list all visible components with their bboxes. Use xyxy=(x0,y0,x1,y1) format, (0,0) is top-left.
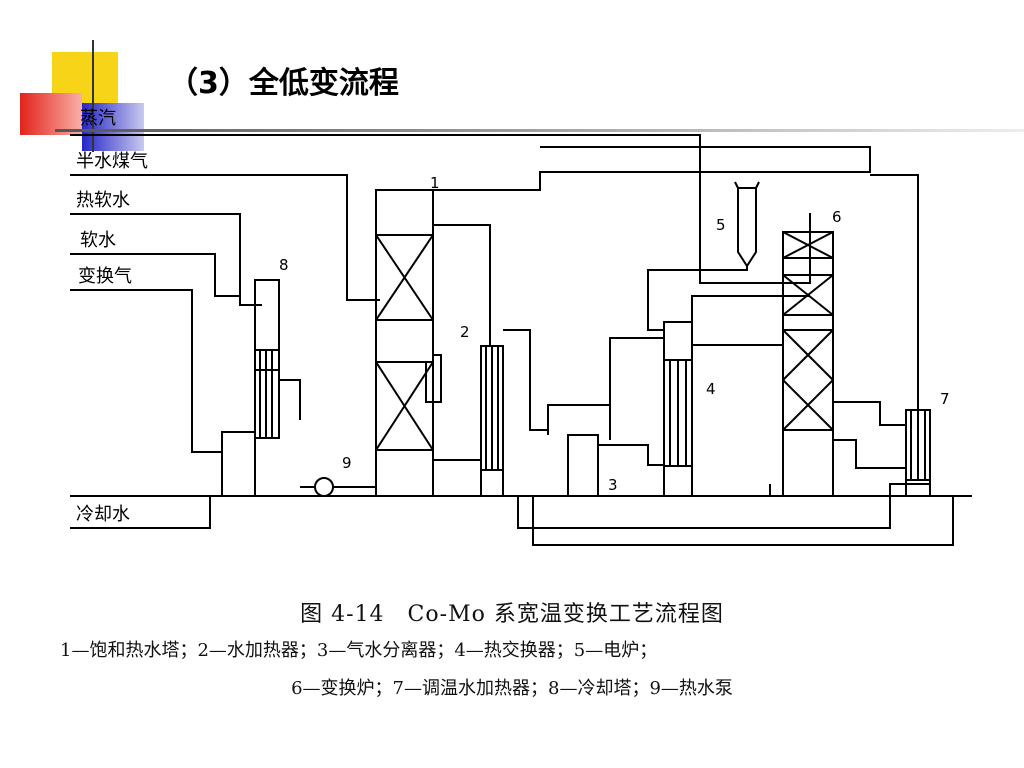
separator-3 xyxy=(567,434,599,497)
semi-water-gas-line xyxy=(70,174,380,301)
input-label-semi-water-gas: 半水煤气 xyxy=(76,151,148,172)
label-5: 5 xyxy=(716,216,726,234)
figure-caption-legend-2: 6—变换炉；7—调温水加热器；8—冷却塔；9—热水泵 xyxy=(291,678,733,699)
hot-soft-water-line xyxy=(70,213,262,306)
label-2: 2 xyxy=(460,323,470,341)
label-9: 9 xyxy=(342,454,352,472)
hot-water-pump-9 xyxy=(314,477,334,497)
corner-vertical-line xyxy=(92,40,94,152)
cooling-water-line xyxy=(70,496,211,529)
label-3: 3 xyxy=(608,476,618,494)
input-label-steam: 蒸汽 xyxy=(80,108,116,129)
label-6: 6 xyxy=(832,208,842,226)
soft-water-line xyxy=(70,253,240,297)
label-8: 8 xyxy=(279,256,289,274)
input-label-soft-water: 软水 xyxy=(80,230,116,251)
figure-caption-legend-1: 1—饱和热水塔；2—水加热器；3—气水分离器；4—热交换器；5—电炉； xyxy=(60,640,658,661)
shift-gas-line xyxy=(70,289,222,453)
saturation-tower-1 xyxy=(375,189,434,497)
corner-red-block xyxy=(20,93,82,135)
figure-caption-title: 图 4-14 Co-Mo 系宽温变换工艺流程图 xyxy=(300,602,724,627)
heat-exchanger-4 xyxy=(663,321,693,497)
label-1: 1 xyxy=(430,174,440,192)
slide-title: （3）全低变流程 xyxy=(168,66,399,101)
shift-converter-6 xyxy=(782,231,834,497)
title-underline xyxy=(55,129,1024,132)
label-4: 4 xyxy=(706,380,716,398)
input-label-hot-soft-water: 热软水 xyxy=(76,190,130,211)
label-7: 7 xyxy=(940,390,950,408)
electric-furnace-5 xyxy=(737,187,757,268)
input-label-shift-gas: 变换气 xyxy=(78,266,132,287)
steam-line xyxy=(70,134,811,284)
input-label-cooling-water: 冷却水 xyxy=(76,504,130,525)
